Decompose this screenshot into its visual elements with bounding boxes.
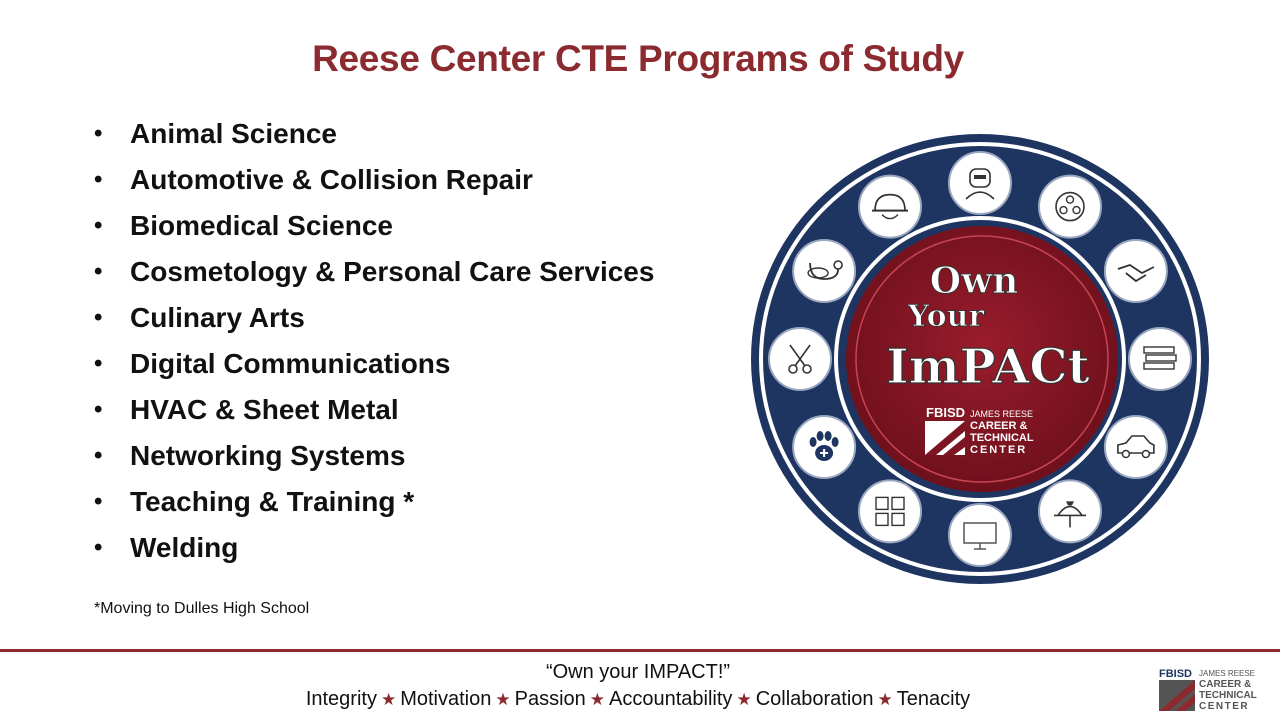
value-item: Accountability xyxy=(609,688,733,710)
star-icon: ★ xyxy=(495,690,511,709)
logo-line: CAREER & xyxy=(1199,679,1251,690)
value-item: Passion xyxy=(514,688,586,710)
badge-school-line: TECHNICAL xyxy=(970,432,1034,444)
star-icon: ★ xyxy=(380,690,397,709)
list-item: • Teaching & Training * xyxy=(92,481,654,527)
bullet: • xyxy=(94,258,103,285)
bullet: • xyxy=(94,120,103,147)
page-title: Reese Center CTE Programs of Study xyxy=(312,38,964,79)
program-label: Digital Communications xyxy=(130,348,451,379)
badge-own: Own xyxy=(930,260,1019,302)
program-label: HVAC & Sheet Metal xyxy=(130,394,399,425)
footer-divider xyxy=(0,649,1280,652)
star-icon: ★ xyxy=(736,690,752,709)
scissors-comb-icon xyxy=(768,327,832,391)
list-item: • Digital Communications xyxy=(92,343,654,389)
logo-line: JAMES REESE xyxy=(1199,669,1255,678)
program-label: Teaching & Training * xyxy=(130,486,415,517)
icon-ring xyxy=(768,151,1192,567)
list-item: • HVAC & Sheet Metal xyxy=(92,389,654,435)
handshake-icon xyxy=(1103,239,1168,303)
badge-center xyxy=(846,226,1118,492)
program-label: Animal Science xyxy=(130,118,337,149)
list-item: • Automotive & Collision Repair xyxy=(92,159,654,205)
program-label: Biomedical Science xyxy=(130,210,394,241)
bullet: • xyxy=(94,212,103,239)
value-item: Tenacity xyxy=(896,688,971,710)
list-item: • Biomedical Science xyxy=(92,205,654,251)
program-label: Automotive & Collision Repair xyxy=(130,164,533,195)
badge-school-line: JAMES REESE xyxy=(970,409,1033,419)
badge-impact: ImPACt xyxy=(886,339,1089,395)
badge-school-logo: FBISD JAMES REESE CAREER & TECHNICAL CEN… xyxy=(925,405,1034,456)
bullet: • xyxy=(94,442,103,469)
welder-mask-icon xyxy=(948,151,1012,215)
value-item: Collaboration xyxy=(755,688,874,710)
star-icon: ★ xyxy=(589,690,606,709)
list-item: • Networking Systems xyxy=(92,435,654,481)
badge-brand: FBISD xyxy=(926,405,965,420)
bullet: • xyxy=(94,396,103,423)
logo-brand: FBISD xyxy=(1159,668,1192,680)
own-your-impact-badge: Own Your ImPACt FBISD JAMES REESE CAREER… xyxy=(751,134,1209,584)
bullet: • xyxy=(94,304,103,331)
footer-motto: “Own your IMPACT!” xyxy=(545,661,731,683)
program-label: Networking Systems xyxy=(130,440,406,471)
program-label: Culinary Arts xyxy=(130,302,305,333)
star-icon: ★ xyxy=(877,690,893,709)
badge-your: Your xyxy=(907,299,986,334)
list-item: • Cosmetology & Personal Care Services xyxy=(92,251,654,297)
badge-school-line: CENTER xyxy=(970,444,1027,456)
badge-school-line: CAREER & xyxy=(970,420,1028,432)
program-label: Welding xyxy=(130,532,239,563)
child-blocks-icon xyxy=(858,479,922,544)
list-item: • Animal Science xyxy=(92,113,654,159)
school-logo: FBISD JAMES REESE CAREER & TECHNICAL CEN… xyxy=(1159,668,1257,712)
film-reel-icon xyxy=(1038,174,1102,239)
bullet: • xyxy=(94,534,103,561)
value-item: Motivation xyxy=(400,688,492,710)
paw-print-icon xyxy=(792,415,857,479)
programs-list: • Animal Science • Automotive & Collision … xyxy=(92,113,654,573)
hard-hat-icon xyxy=(858,174,922,239)
list-item: • Culinary Arts xyxy=(92,297,654,343)
computer-monitor-icon xyxy=(948,503,1012,567)
value-item: Integrity xyxy=(305,688,377,710)
logo-line: CENTER xyxy=(1199,701,1249,712)
program-label: Cosmetology & Personal Care Services xyxy=(130,256,655,287)
list-item: • Welding xyxy=(92,527,654,573)
logo-line: TECHNICAL xyxy=(1199,690,1257,701)
footer-values: Integrity★Motivation★Passion★Accountabil… xyxy=(0,688,1276,711)
books-icon xyxy=(1128,327,1192,391)
bullet: • xyxy=(94,166,103,193)
bullet: • xyxy=(94,488,103,515)
bullet: • xyxy=(94,350,103,377)
serving-tray-icon xyxy=(1038,479,1102,544)
car-icon xyxy=(1103,415,1168,479)
stethoscope-icon xyxy=(792,239,857,303)
footnote: *Moving to Dulles High School xyxy=(94,600,310,617)
